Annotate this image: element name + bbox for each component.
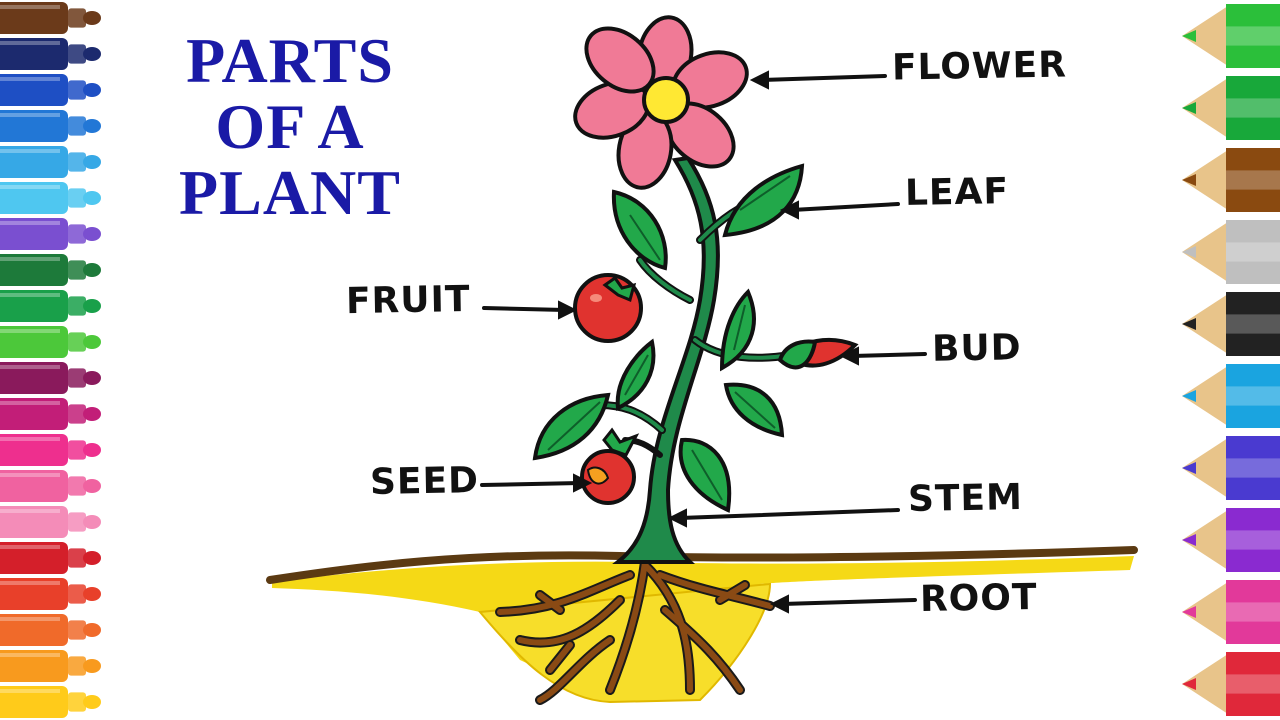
pencil: [1182, 364, 1280, 428]
marker: [0, 650, 101, 682]
bud-arrow: [850, 352, 927, 358]
leaf-arrow: [790, 202, 900, 212]
pencil-column: [1182, 4, 1280, 716]
label-leaf: LEAF: [904, 171, 1010, 214]
bud: [777, 337, 859, 370]
pencil: [1182, 76, 1280, 140]
root-arrow: [780, 598, 917, 606]
pencil: [1182, 292, 1280, 356]
marker: [0, 614, 101, 646]
soil: [266, 546, 1138, 704]
pencil: [1182, 220, 1280, 284]
roots-fill: [497, 559, 773, 703]
label-root: ROOT: [919, 576, 1038, 621]
flower-arrow: [760, 74, 887, 82]
marker: [0, 506, 101, 538]
fruit-arrow: [482, 306, 567, 312]
label-flower: FLOWER: [891, 44, 1068, 89]
seed-fruit: [580, 427, 640, 505]
label-seed: SEED: [369, 460, 480, 503]
marker: [0, 434, 101, 466]
pencil: [1182, 4, 1280, 68]
pencil: [1182, 508, 1280, 572]
marker: [0, 362, 101, 394]
marker: [0, 542, 101, 574]
pencil: [1182, 436, 1280, 500]
marker: [0, 254, 101, 286]
flower: [573, 15, 749, 190]
marker: [0, 470, 101, 502]
label-arrows: [480, 70, 927, 614]
marker: [0, 578, 101, 610]
pencil: [1182, 148, 1280, 212]
label-fruit: FRUIT: [345, 278, 471, 323]
marker: [0, 38, 101, 70]
page-title: PARTS OF A PLANT: [150, 28, 430, 226]
title-line-3: PLANT: [179, 157, 401, 228]
seed-arrow: [480, 481, 582, 487]
title-line-2: OF A: [215, 91, 365, 162]
marker: [0, 398, 101, 430]
fruit: [573, 273, 643, 343]
marker: [0, 326, 101, 358]
marker: [0, 2, 101, 34]
title-line-1: PARTS: [186, 25, 394, 96]
marker: [0, 74, 101, 106]
marker: [0, 182, 101, 214]
marker-column: [0, 2, 101, 718]
stem-arrow: [678, 508, 900, 520]
pencil: [1182, 652, 1280, 716]
marker: [0, 218, 101, 250]
leaves: [532, 163, 805, 513]
label-bud: BUD: [931, 327, 1022, 370]
leaf-top-right: [722, 163, 805, 238]
marker: [0, 686, 101, 718]
label-stem: STEM: [907, 477, 1024, 520]
marker: [0, 290, 101, 322]
marker: [0, 110, 101, 142]
pencil: [1182, 580, 1280, 644]
marker: [0, 146, 101, 178]
